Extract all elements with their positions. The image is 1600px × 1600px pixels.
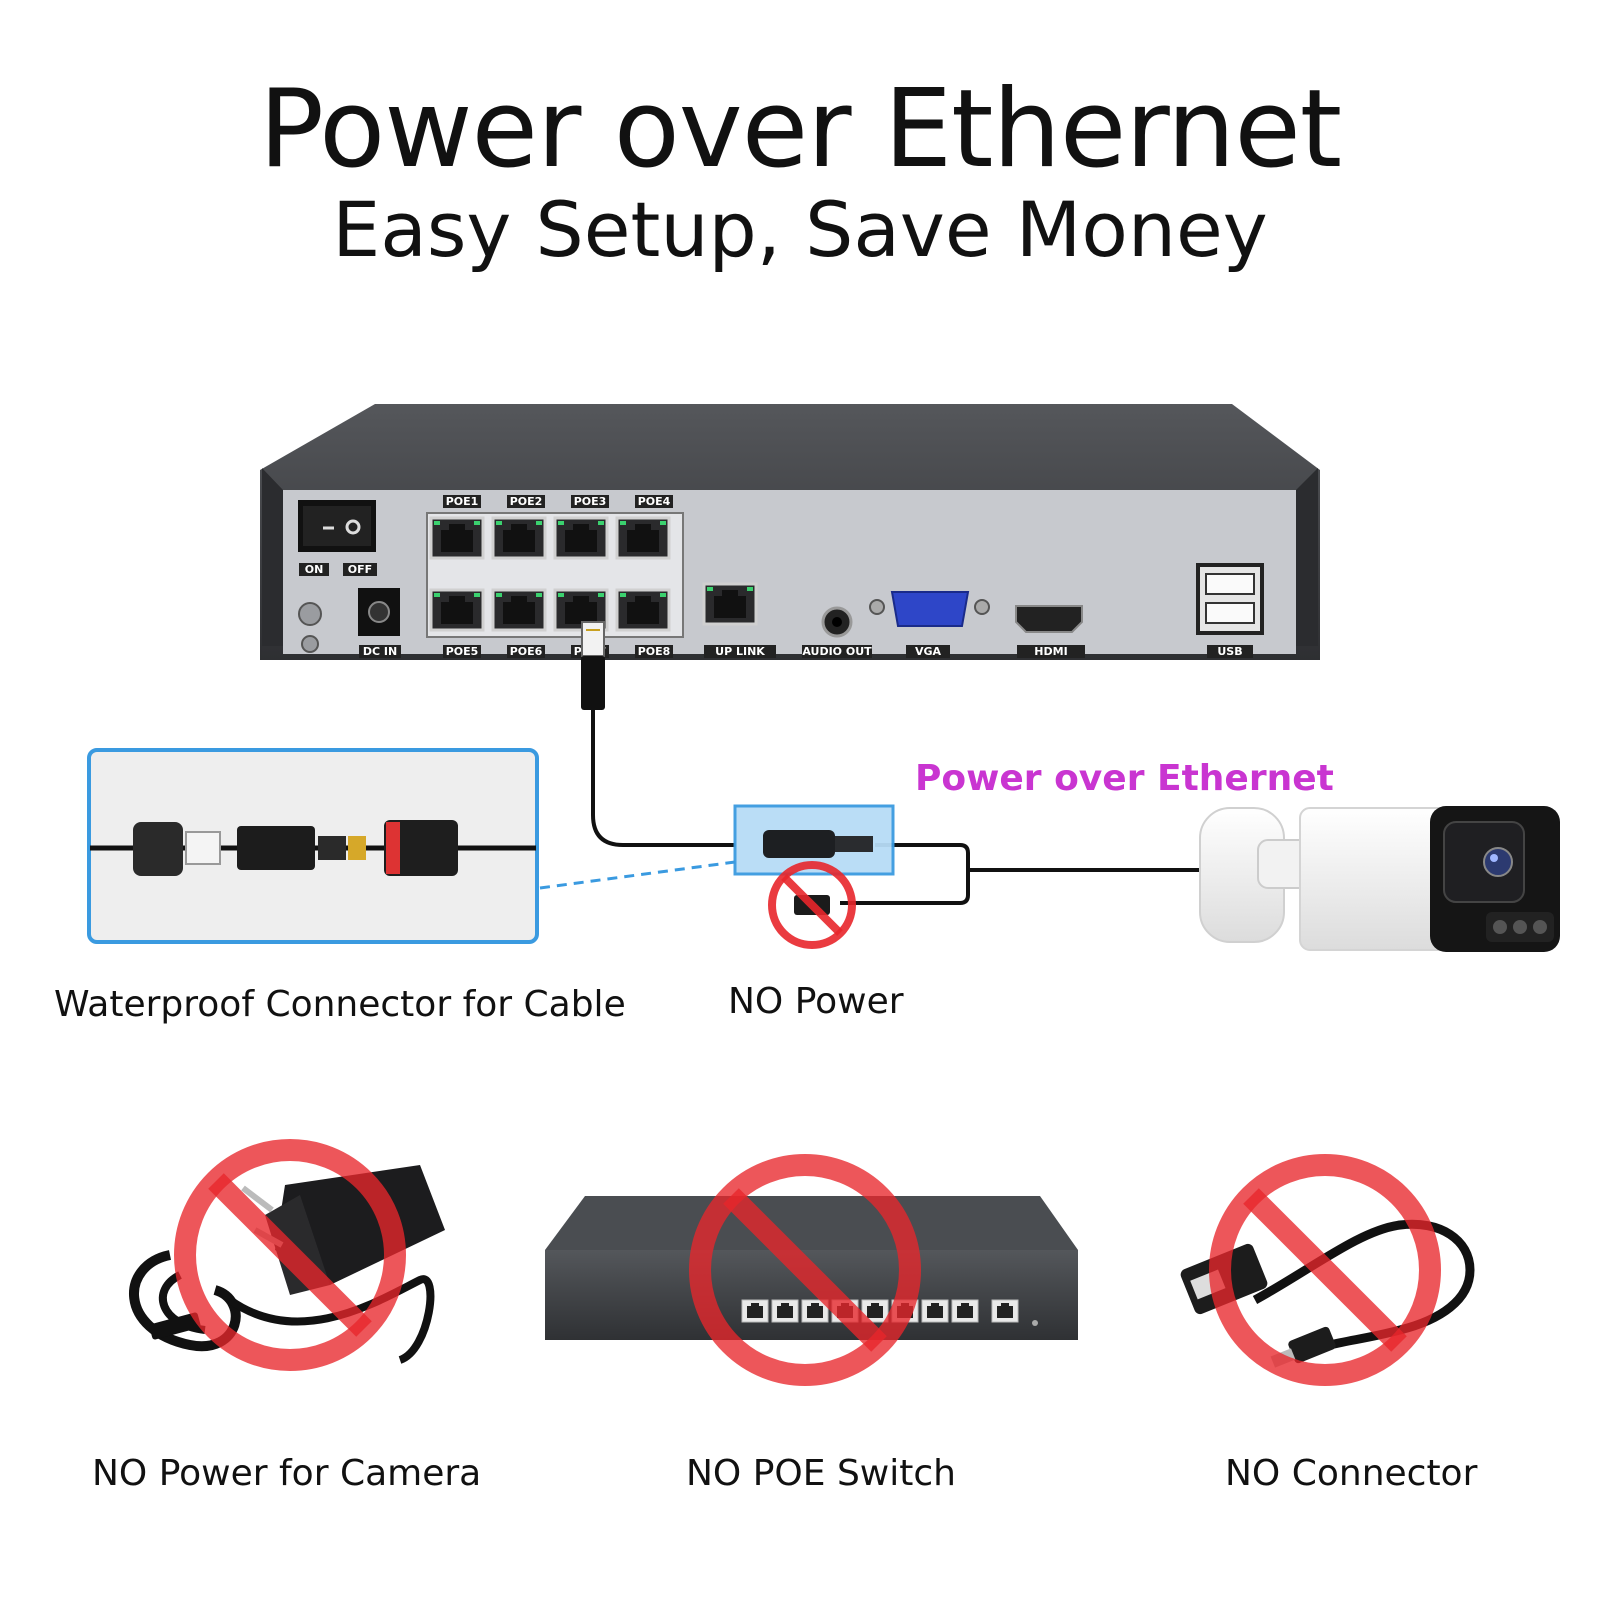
poe4-label: POE4 [638, 495, 671, 508]
callout-line [539, 860, 736, 890]
no-poe-switch-caption: NO POE Switch [686, 1453, 956, 1494]
hdmi-label: HDMI [1034, 645, 1067, 658]
usb-connector-cable [1180, 1154, 1475, 1386]
on-label: ON [305, 563, 324, 576]
seal-ring-icon [185, 831, 221, 865]
connector-highlight [733, 804, 895, 876]
poe8-label: POE8 [638, 645, 671, 658]
no-power-camera-caption: NO Power for Camera [92, 1453, 482, 1494]
connector-body-icon [237, 826, 315, 870]
poe1-label: POE1 [446, 495, 479, 508]
poe-switch [545, 1154, 1078, 1386]
poe5-label: POE5 [446, 645, 479, 658]
usb-label: USB [1217, 645, 1242, 658]
cable-nut-icon [133, 822, 183, 876]
camera-plug-icon [384, 820, 458, 876]
no-connector-caption: NO Connector [1225, 1453, 1478, 1494]
switch-top [545, 1196, 1078, 1250]
hdmi-port [1015, 605, 1083, 633]
vga-label: VGA [915, 645, 942, 658]
bullet-camera [1199, 806, 1560, 952]
off-label: OFF [348, 563, 372, 576]
poe3-port [553, 516, 609, 560]
poe-label: Power over Ethernet [915, 758, 1334, 799]
nvr-recorder: ON OFF DC IN POE1 POE2 POE3 POE4 POE5 [260, 404, 1320, 660]
poe6-label: POE6 [510, 645, 543, 658]
power-adapter [129, 1139, 445, 1371]
prohibit-icon [1209, 1154, 1441, 1386]
poe3-label: POE3 [574, 495, 607, 508]
rj45-plug [581, 656, 605, 710]
poe5-port [429, 588, 485, 632]
poe6-port [491, 588, 547, 632]
poe8-port [615, 588, 671, 632]
prohibit-icon [768, 861, 856, 949]
uplink-port [702, 582, 758, 626]
audio-out-label: AUDIO OUT [802, 645, 872, 658]
poe2-label: POE2 [510, 495, 543, 508]
dc-in-label: DC IN [363, 645, 397, 658]
uplink-label: UP LINK [715, 645, 765, 658]
no-power-caption: NO Power [728, 981, 904, 1022]
poe1-port [429, 516, 485, 560]
waterproof-caption: Waterproof Connector for Cable [54, 984, 626, 1025]
page-subtitle: Easy Setup, Save Money [332, 185, 1268, 274]
vga-port [890, 591, 970, 627]
waterproof-callout [87, 748, 539, 944]
camera-lens-icon [1483, 847, 1513, 877]
prohibit-icon [174, 1139, 406, 1371]
poe4-port [615, 516, 671, 560]
waterproof-connector-icon [763, 830, 835, 858]
ethernet-cable [581, 621, 1200, 905]
prohibit-icon [689, 1154, 921, 1386]
ground-screw-icon [298, 602, 322, 626]
poe2-port [491, 516, 547, 560]
no-power-dc-plug [768, 861, 856, 949]
page-title: Power over Ethernet [258, 67, 1342, 192]
